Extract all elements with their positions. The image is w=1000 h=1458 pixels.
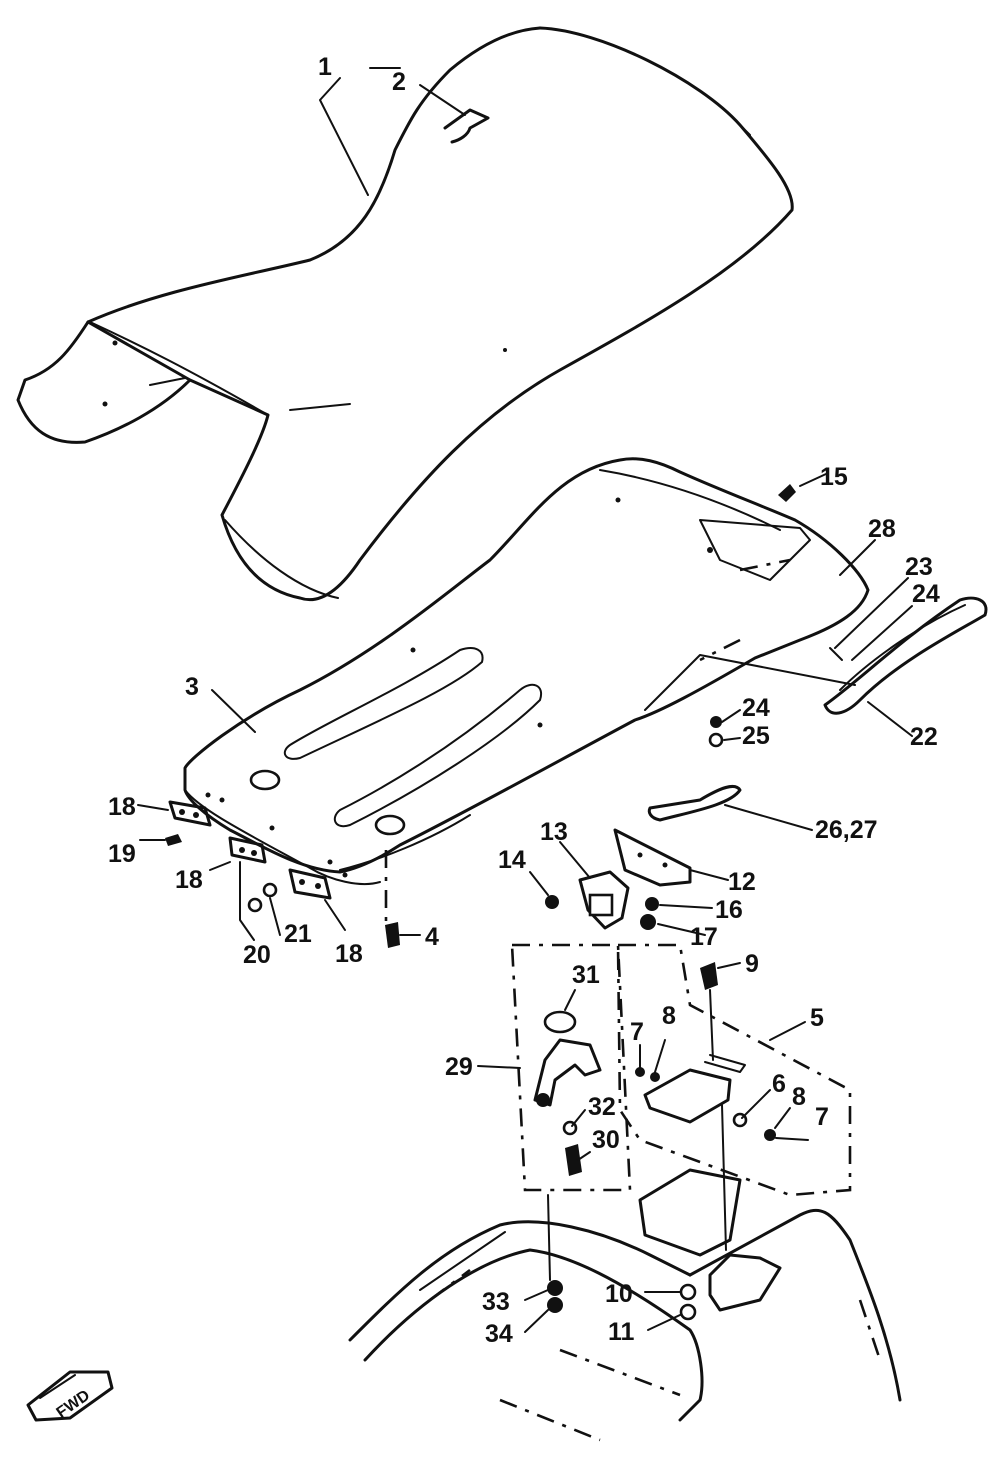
callout-34: 34	[485, 1320, 513, 1348]
callout-9: 9	[745, 950, 759, 978]
latch-plate	[613, 828, 692, 887]
callout-16: 16	[715, 896, 743, 924]
group-box-5	[616, 943, 852, 1197]
callout-26-27: 26,27	[815, 816, 878, 844]
callout-7b: 7	[815, 1103, 829, 1131]
callout-24a: 24	[912, 580, 940, 608]
stay-bracket	[533, 1038, 602, 1107]
latch-13	[578, 870, 630, 930]
callout-29: 29	[445, 1053, 473, 1081]
seat-strap	[443, 108, 490, 144]
callout-labels: 1 2 3 4 5 6 7 7 8 8 9 10 11 12 13 14 15 …	[108, 53, 940, 1348]
callout-4: 4	[425, 923, 439, 951]
callout-19: 19	[108, 840, 136, 868]
bracket-26-27	[647, 784, 742, 822]
callout-10: 10	[605, 1280, 633, 1308]
callout-23: 23	[905, 553, 933, 581]
callout-18b: 18	[175, 866, 203, 894]
seat-base	[183, 457, 870, 886]
callout-6: 6	[772, 1070, 786, 1098]
callout-8a: 8	[662, 1002, 676, 1030]
grab-rail	[823, 596, 988, 715]
callout-5: 5	[810, 1004, 824, 1032]
callout-17: 17	[690, 923, 718, 951]
seat-cover	[16, 26, 794, 602]
group-box-29	[510, 943, 632, 1192]
callout-20: 20	[243, 941, 271, 969]
callout-18c: 18	[335, 940, 363, 968]
callout-11: 11	[608, 1318, 635, 1346]
callout-31: 31	[572, 961, 600, 989]
callout-2: 2	[392, 68, 406, 96]
callout-13: 13	[540, 818, 568, 846]
callout-7a: 7	[630, 1018, 644, 1046]
fwd-badge: FWD	[26, 1370, 114, 1422]
callout-1: 1	[318, 53, 332, 81]
callout-3: 3	[185, 673, 199, 701]
assembly-lines	[384, 558, 791, 1281]
hook-plate	[643, 1054, 746, 1124]
hardware	[165, 484, 796, 1321]
hull-deck	[348, 1168, 902, 1442]
callout-12: 12	[728, 868, 756, 896]
callout-22: 22	[910, 723, 938, 751]
callout-14: 14	[498, 846, 526, 874]
callout-30: 30	[592, 1126, 620, 1154]
leader-lines	[137, 67, 913, 1333]
callout-24b: 24	[742, 694, 770, 722]
callout-25: 25	[742, 722, 770, 750]
callout-28: 28	[868, 515, 896, 543]
callout-18a: 18	[108, 793, 136, 821]
callout-33: 33	[482, 1288, 510, 1316]
callout-32: 32	[588, 1093, 616, 1121]
callout-8b: 8	[792, 1083, 806, 1111]
callout-15: 15	[820, 463, 848, 491]
hinge-plates	[168, 792, 348, 900]
callout-21: 21	[284, 920, 312, 948]
